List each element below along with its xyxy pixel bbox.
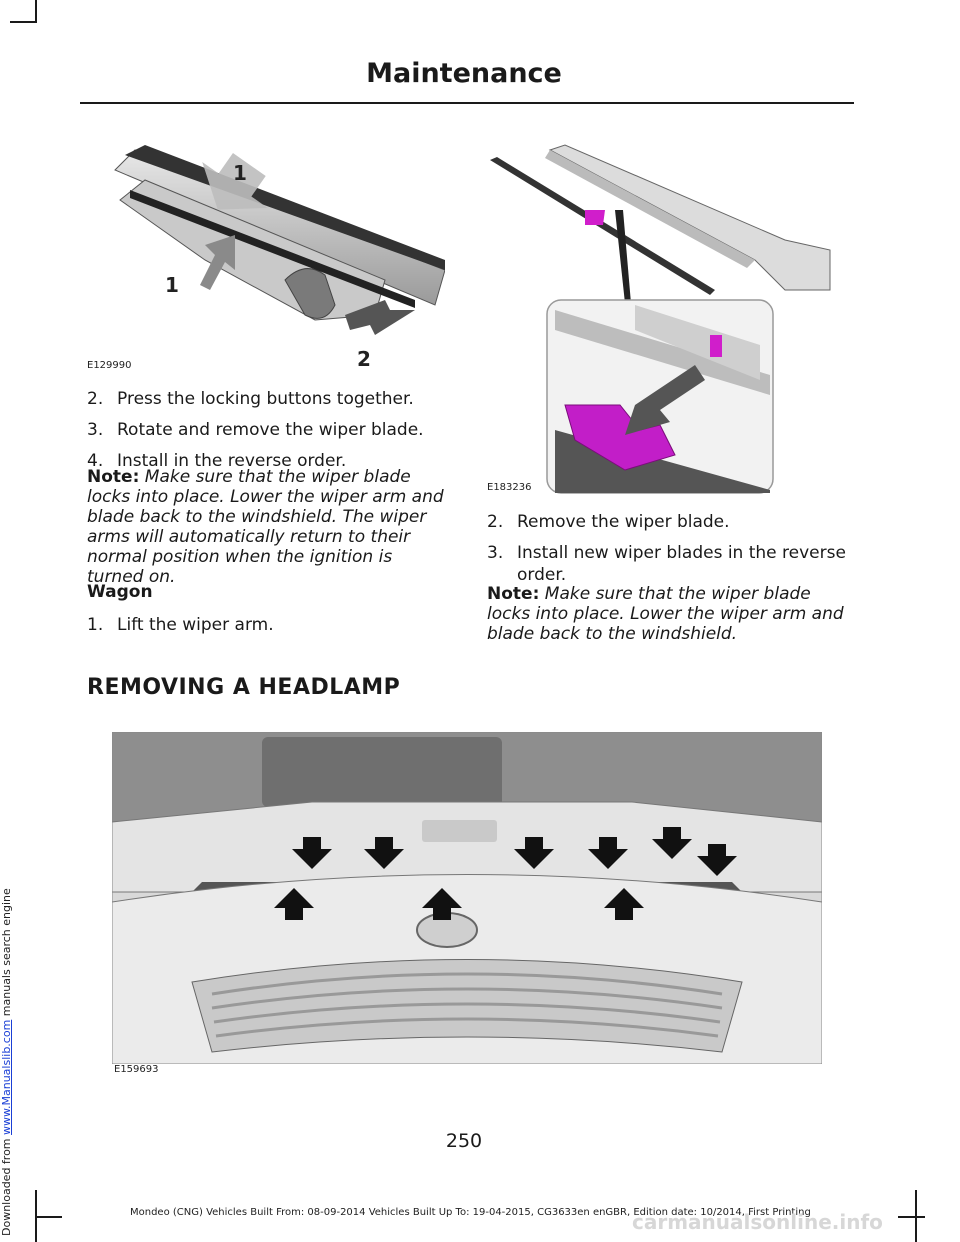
list-item: 2. Press the locking buttons together. — [87, 388, 447, 410]
note-label: Note: — [87, 467, 140, 487]
figure-code: E129990 — [87, 360, 132, 371]
step-number: 3. — [87, 420, 104, 440]
step-text: Remove the wiper blade. — [517, 512, 730, 532]
list-item: 4. Install in the reverse order. — [87, 450, 447, 472]
note-left: Note: Make sure that the wiper blade loc… — [87, 467, 449, 587]
crop-mark — [35, 1216, 62, 1218]
note-label: Note: — [487, 584, 540, 604]
step-text: Install new wiper blades in the reverse … — [517, 543, 846, 585]
note-text: Make sure that the wiper blade locks int… — [87, 467, 444, 587]
figure-wagon-wiper — [485, 140, 835, 500]
step-text: Install in the reverse order. — [117, 451, 347, 471]
footer-vehicle-info: Mondeo (CNG) Vehicles Built From: 08-09-… — [130, 1207, 811, 1218]
callout-1a: 1 — [233, 161, 247, 185]
crop-mark — [898, 1216, 925, 1218]
figure-code: E159693 — [114, 1064, 159, 1075]
steps-list-wagon: 1. Lift the wiper arm. — [87, 614, 447, 645]
page-number: 250 — [445, 1130, 483, 1152]
crop-mark — [35, 0, 37, 23]
callout-1b: 1 — [165, 273, 179, 297]
step-number: 4. — [87, 451, 104, 471]
downloaded-prefix: Downloaded from — [0, 1138, 13, 1236]
downloaded-from-text: Downloaded from www.Manualslib.com manua… — [0, 888, 13, 1236]
crop-mark — [10, 21, 37, 23]
page-title: Maintenance — [366, 58, 562, 89]
watermark: carmanualsonline.info — [632, 1210, 883, 1234]
manualslib-link[interactable]: www.Manualslib.com — [0, 1019, 13, 1135]
figure-code: E183236 — [487, 482, 532, 493]
list-item: 2. Remove the wiper blade. — [487, 511, 857, 533]
callout-2: 2 — [357, 347, 371, 370]
step-text: Lift the wiper arm. — [117, 615, 274, 635]
header-rule — [80, 102, 854, 104]
step-text: Press the locking buttons together. — [117, 389, 414, 409]
subheading-wagon: Wagon — [87, 582, 153, 602]
list-item: 3. Rotate and remove the wiper blade. — [87, 419, 447, 441]
steps-list-right: 2. Remove the wiper blade. 3. Install new … — [487, 511, 857, 595]
section-title: REMOVING A HEADLAMP — [87, 675, 401, 700]
list-item: 1. Lift the wiper arm. — [87, 614, 447, 636]
step-number: 2. — [87, 389, 104, 409]
list-item: 3. Install new wiper blades in the revers… — [487, 542, 857, 586]
downloaded-suffix: manuals search engine — [0, 888, 13, 1017]
step-number: 1. — [87, 615, 104, 635]
step-number: 3. — [487, 543, 504, 563]
note-text: Make sure that the wiper blade locks int… — [487, 584, 844, 644]
steps-list-left: 2. Press the locking buttons together. 3.… — [87, 388, 447, 481]
figure-headlamp-bolts — [112, 732, 822, 1064]
note-right: Note: Make sure that the wiper blade loc… — [487, 584, 857, 644]
step-number: 2. — [487, 512, 504, 532]
step-text: Rotate and remove the wiper blade. — [117, 420, 424, 440]
figure-wiper-release: 1 1 2 — [85, 140, 445, 370]
